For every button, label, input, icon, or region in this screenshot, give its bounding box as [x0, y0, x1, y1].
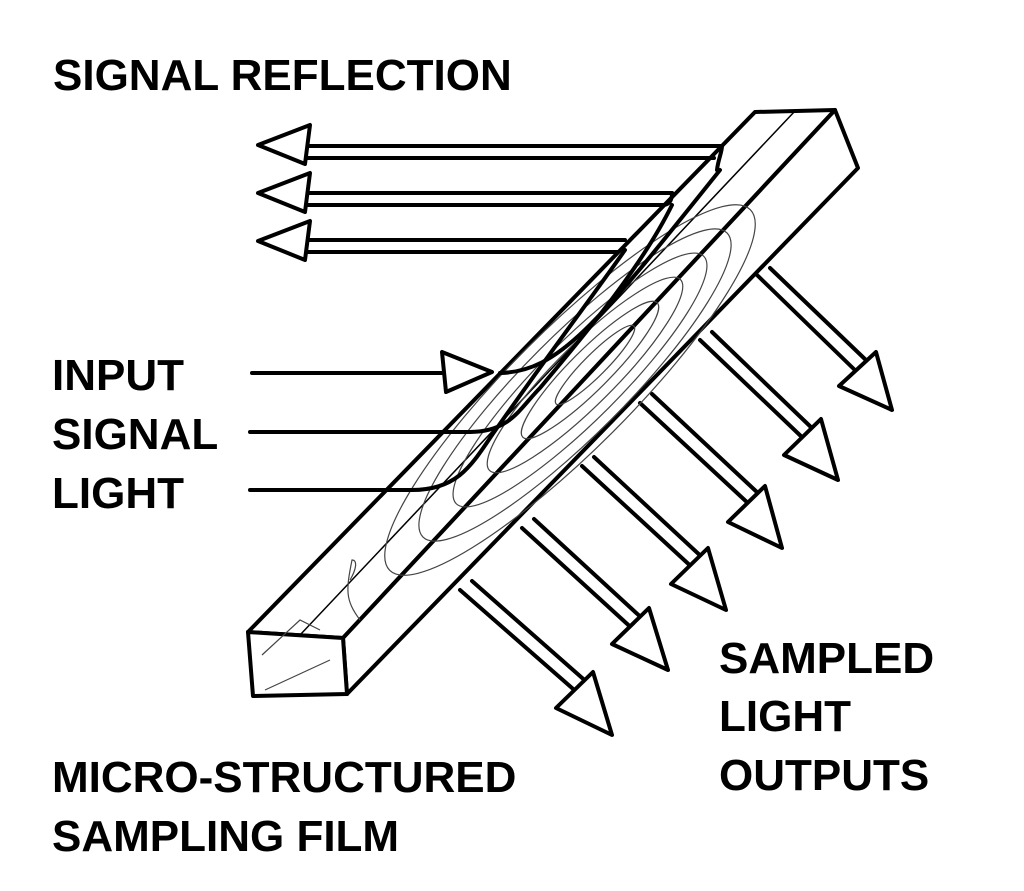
sampled-output-arrow: [458, 579, 614, 737]
reflection-arrow: [256, 219, 627, 262]
signal-reflection-label: SIGNAL REFLECTION: [53, 51, 512, 100]
sampled-output-arrow: [520, 517, 670, 672]
sampled-output-arrow: [638, 392, 784, 550]
micro-structure-pattern: [261, 204, 756, 691]
sampled-output-arrows: [458, 266, 894, 737]
reflection-arrow: [256, 171, 674, 214]
sampled-light-outputs-label-line-1: SAMPLED: [719, 634, 934, 683]
input-signal-line: [248, 248, 627, 492]
sampled-light-outputs-label-line-2: LIGHT: [719, 692, 851, 741]
reflection-arrow: [256, 123, 724, 172]
sampling-film-bar: [246, 108, 860, 698]
sampling-film-label-line-2: SAMPLING FILM: [52, 812, 399, 861]
input-signal-line: [248, 203, 674, 434]
film-end-face: [246, 630, 349, 698]
sampled-output-arrow: [698, 330, 840, 482]
input-signal-light-label-line-3: LIGHT: [52, 469, 184, 518]
sampled-output-arrow: [755, 266, 894, 412]
sampled-light-outputs-label-line-3: OUTPUTS: [719, 751, 929, 800]
reflection-arrows: [256, 123, 724, 262]
input-signal-light-label-line-2: SIGNAL: [52, 410, 218, 459]
input-signal-light-label-line-1: INPUT: [52, 351, 184, 400]
sampling-film-label-line-1: MICRO-STRUCTURED: [52, 753, 516, 802]
input-signal-lines: [248, 168, 722, 492]
sampled-output-arrow: [580, 455, 728, 612]
